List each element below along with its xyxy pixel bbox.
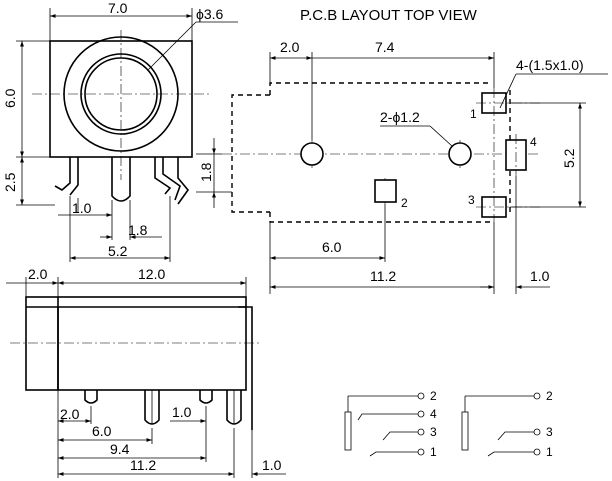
sch2-pin-a: 2 [546,389,553,403]
side-pin2-dim: 6.0 [92,423,112,439]
sch2-pin-b: 3 [546,425,553,439]
center-pin [111,157,131,202]
front-span-dim: 5.2 [108,243,128,259]
schematic-4pin: 2 4 3 1 [344,389,437,459]
pcb-pad-span-dim: 5.2 [561,148,577,168]
pad-label-4: 4 [530,135,537,149]
side-front-dim: 2.0 [28,266,48,282]
front-view: 7.0 ϕ3.6 6.0 2.5 1.0 1.8 5.2 [2,0,238,262]
front-height-dim: 6.0 [2,88,18,108]
side-body-dim: 12.0 [138,266,165,282]
sch1-pin-a: 2 [430,389,437,403]
front-pitch-dim: 1.0 [72,200,92,216]
left-leg [54,157,71,191]
pad-label-3: 3 [468,193,475,207]
side-gap-dim: 1.0 [172,404,192,420]
pcb-hole-spacing-dim: 7.4 [375,39,395,55]
right-leg [154,157,172,195]
pcb-total-length-dim: 11.2 [370,268,396,284]
front-width-dim: 7.0 [108,0,128,16]
pad-label-2: 2 [401,196,408,210]
side-pin1-dim: 2.0 [60,406,80,422]
pcb-pad-size-dim: 4-(1.5x1.0) [516,57,584,73]
side-edge-dim: 1.0 [262,457,282,473]
pcb-edge-dim: 1.0 [530,268,550,284]
side-total-dim: 11.2 [130,457,156,473]
pcb-layout: 1 2 3 4 2.0 7.4 4-(1.5x1.0) 2-ϕ1.2 5.2 1… [196,39,608,294]
pcb-hole-dim: 2-ϕ1.2 [380,109,420,125]
front-pinwidth-dim: 1.8 [128,222,148,238]
side-pin-1 [84,390,98,404]
pcb-mid-pad-dim: 6.0 [322,239,342,255]
sch1-pin-c: 3 [430,425,437,439]
sch1-pin-b: 4 [430,407,437,421]
front-hole-dim: ϕ3.6 [196,6,224,22]
side-pin-3 [199,390,213,404]
drawing-title: P.C.B LAYOUT TOP VIEW [300,7,478,24]
front-leg-dim: 2.5 [2,172,18,192]
side-body [25,296,247,391]
sch2-pin-c: 1 [546,445,553,459]
pcb-vert-offset-dim: 1.8 [198,162,214,182]
pad-label-1: 1 [470,107,477,121]
mount-hole-left [300,142,324,166]
schematic-3pin: 2 3 1 [461,389,553,459]
side-pin3-dim: 9.4 [110,441,130,457]
rear-tab [238,306,253,430]
mount-hole-right [448,142,472,166]
side-view: 2.0 12.0 2.0 6.0 1.0 9.4 11.2 1.0 [6,266,286,478]
pcb-left-offset-dim: 2.0 [280,39,300,55]
pad-2 [374,179,397,203]
sch1-pin-d: 1 [430,445,437,459]
